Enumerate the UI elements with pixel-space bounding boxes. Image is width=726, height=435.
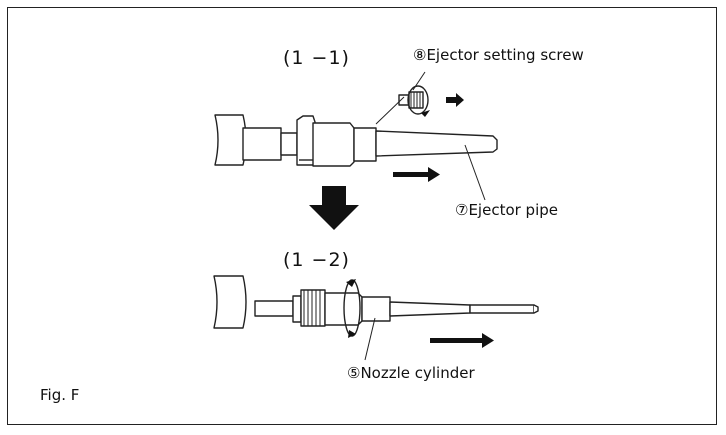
ejector-setting-screw-shape [398,85,429,115]
step1-label: (1 −1) [283,47,350,69]
step-transition-down-arrow [309,186,359,230]
figure-frame [7,7,717,425]
step2-assembly [213,275,539,361]
figure-caption: Fig. F [40,386,80,404]
nozzle-rotation-arrowhead-top [346,279,356,287]
step1-body [312,122,355,167]
nozzle-direction-arrow [430,333,494,348]
pipe-direction-arrow [393,167,440,182]
step2-label: (1 −2) [283,249,350,271]
step2-knurled-nut [292,289,326,327]
ejector-pipe-shape [375,130,498,157]
ejector-setting-screw-label: ⑧Ejector setting screw [413,46,584,64]
step1-assembly [214,71,498,201]
ejector-pipe-label: ⑦Ejector pipe [455,201,559,219]
nozzle-rotation-arrowhead-bottom [348,330,356,338]
step1-neck-ring [280,132,298,156]
step2-tube [389,301,471,317]
step2-step-ring [361,296,391,322]
step2-handle [213,275,247,329]
step1-collar [296,115,316,166]
step1-neck [242,127,282,161]
screw-direction-arrow [446,93,464,107]
nozzle-cylinder-label: ⑤Nozzle cylinder [347,364,475,382]
screw-rotation-arrowhead [421,110,430,117]
step2-inner-rod [254,300,294,317]
step1-step-ring [353,127,377,162]
step1-handle [214,114,247,166]
